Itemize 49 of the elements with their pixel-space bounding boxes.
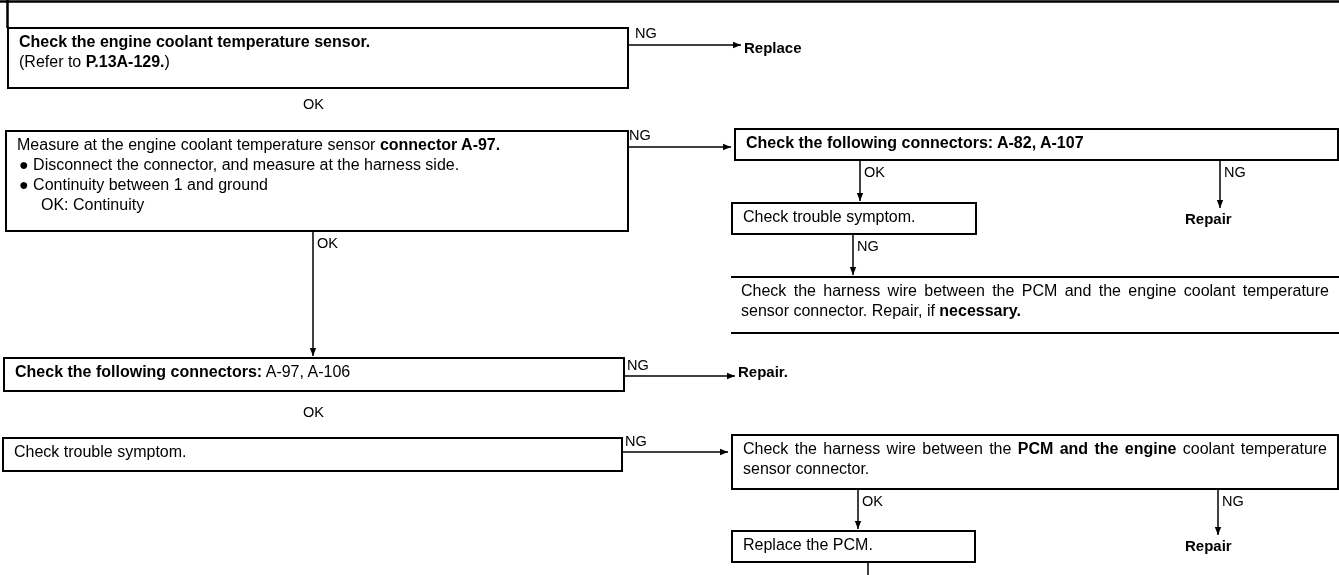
edge-label: OK xyxy=(864,164,885,180)
step-text: Check trouble symptom. xyxy=(14,442,188,462)
edge-label: OK xyxy=(862,493,883,509)
arrow xyxy=(628,143,732,151)
process-box xyxy=(731,530,976,563)
edge-label: NG xyxy=(857,238,879,254)
bullet-item: ● Disconnect the connector, and measure at the harness side. xyxy=(18,155,461,175)
arrow xyxy=(622,448,729,456)
process-box xyxy=(5,130,629,232)
edge-label: OK xyxy=(317,235,338,251)
edge-label: NG xyxy=(1222,493,1244,509)
step-text: Check the following connectors: A-97, A-106 xyxy=(15,362,352,382)
process-box xyxy=(2,437,623,472)
step-text: Check trouble symptom. xyxy=(743,207,917,227)
connector-line xyxy=(867,562,869,575)
edge-label: NG xyxy=(629,127,651,143)
branch-label: OK xyxy=(303,96,324,112)
edge-label: NG xyxy=(625,433,647,449)
process-box xyxy=(731,202,977,235)
action-text: Replace xyxy=(744,38,802,58)
process-band xyxy=(731,276,1339,334)
step-text: Check the engine coolant temperature sensor. xyxy=(19,32,372,52)
step-text: Check the harness wire between the PCM and the engine coolant temperature sensor connector. xyxy=(743,439,1327,479)
arrow xyxy=(624,372,736,380)
arrow xyxy=(628,41,742,49)
step-text: Measure at the engine coolant temperature sensor connector A-97. xyxy=(17,135,502,155)
arrow xyxy=(309,231,317,357)
edge-label: NG xyxy=(635,25,657,41)
edge-label: NG xyxy=(627,357,649,373)
arrow xyxy=(849,234,857,276)
process-box xyxy=(731,434,1339,490)
branch-label: OK xyxy=(303,404,324,420)
arrow xyxy=(854,489,862,530)
arrow xyxy=(856,160,864,202)
arrow xyxy=(1216,160,1224,209)
step-text: OK: Continuity xyxy=(40,195,146,215)
step-text: Check the harness wire between the PCM and the engine coolant temperature sensor connector. Repair, if necessary. xyxy=(741,281,1329,321)
action-text: Repair. xyxy=(738,362,789,382)
arrow xyxy=(1214,489,1222,536)
action-text: Repair xyxy=(1185,536,1232,556)
process-box xyxy=(734,128,1339,161)
step-text: Replace the PCM. xyxy=(743,535,874,555)
process-box xyxy=(3,357,625,392)
step-text: (Refer to P.13A-129.) xyxy=(19,52,171,72)
edge-label: NG xyxy=(1224,164,1246,180)
process-box xyxy=(7,27,629,89)
bullet-item: ● Continuity between 1 and ground xyxy=(18,175,269,195)
step-text: Check the following connectors: A-82, A-107 xyxy=(746,133,1085,153)
action-text: Repair xyxy=(1185,209,1232,229)
